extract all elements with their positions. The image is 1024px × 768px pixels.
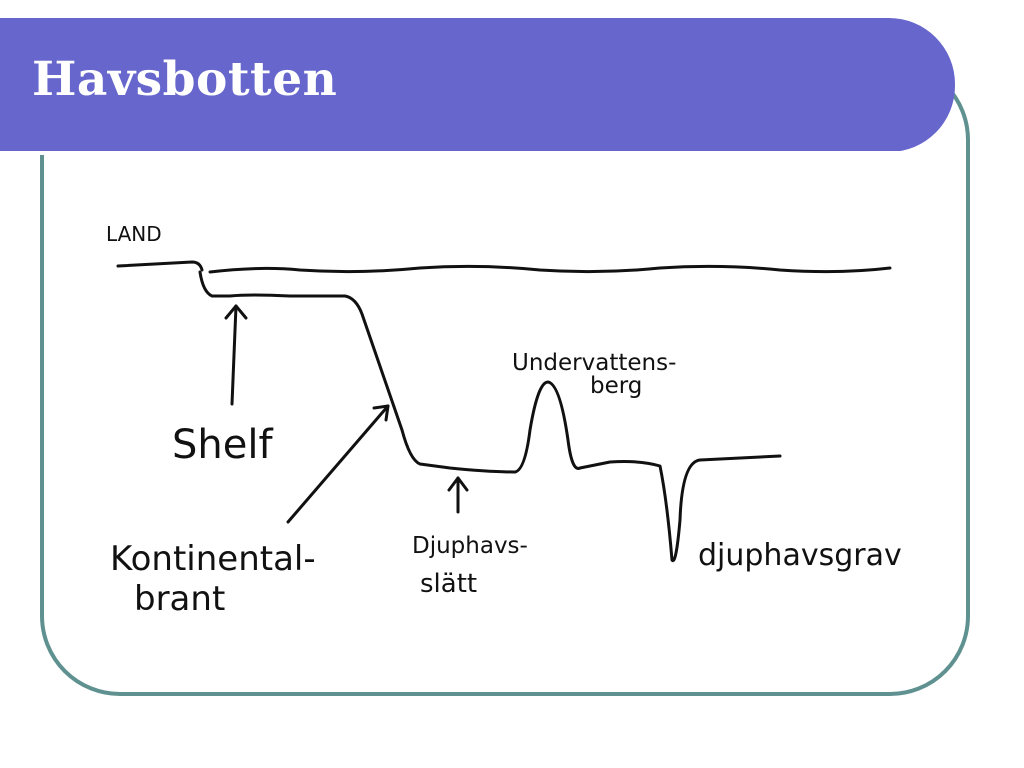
kontinentalbrant-label-line1: Kontinental- [110,539,316,579]
land-label: LAND [106,222,162,246]
seabed-profile-line [198,270,782,563]
title-underline [0,151,905,155]
slide-title: Havsbotten [32,52,338,107]
land-line [116,260,204,272]
sea-surface-line [208,264,892,274]
kontinentalbrant-label-line2: brant [134,579,225,619]
djuphavsslatt-arrow [447,476,469,514]
kontinentalbrant-arrow [286,404,390,524]
shelf-label: Shelf [172,422,273,468]
djuphavsslatt-label-line2: slätt [420,569,477,599]
djuphavsgrav-label: djuphavsgrav [698,538,902,573]
djuphavsslatt-label-line1: Djuphavs- [412,533,528,559]
title-bar [0,18,955,155]
undervattensberg-label-line2: berg [590,373,642,399]
content-frame [40,60,970,696]
undervattensberg-label-line1: Undervattens- [512,350,676,376]
shelf-arrow [224,304,248,406]
